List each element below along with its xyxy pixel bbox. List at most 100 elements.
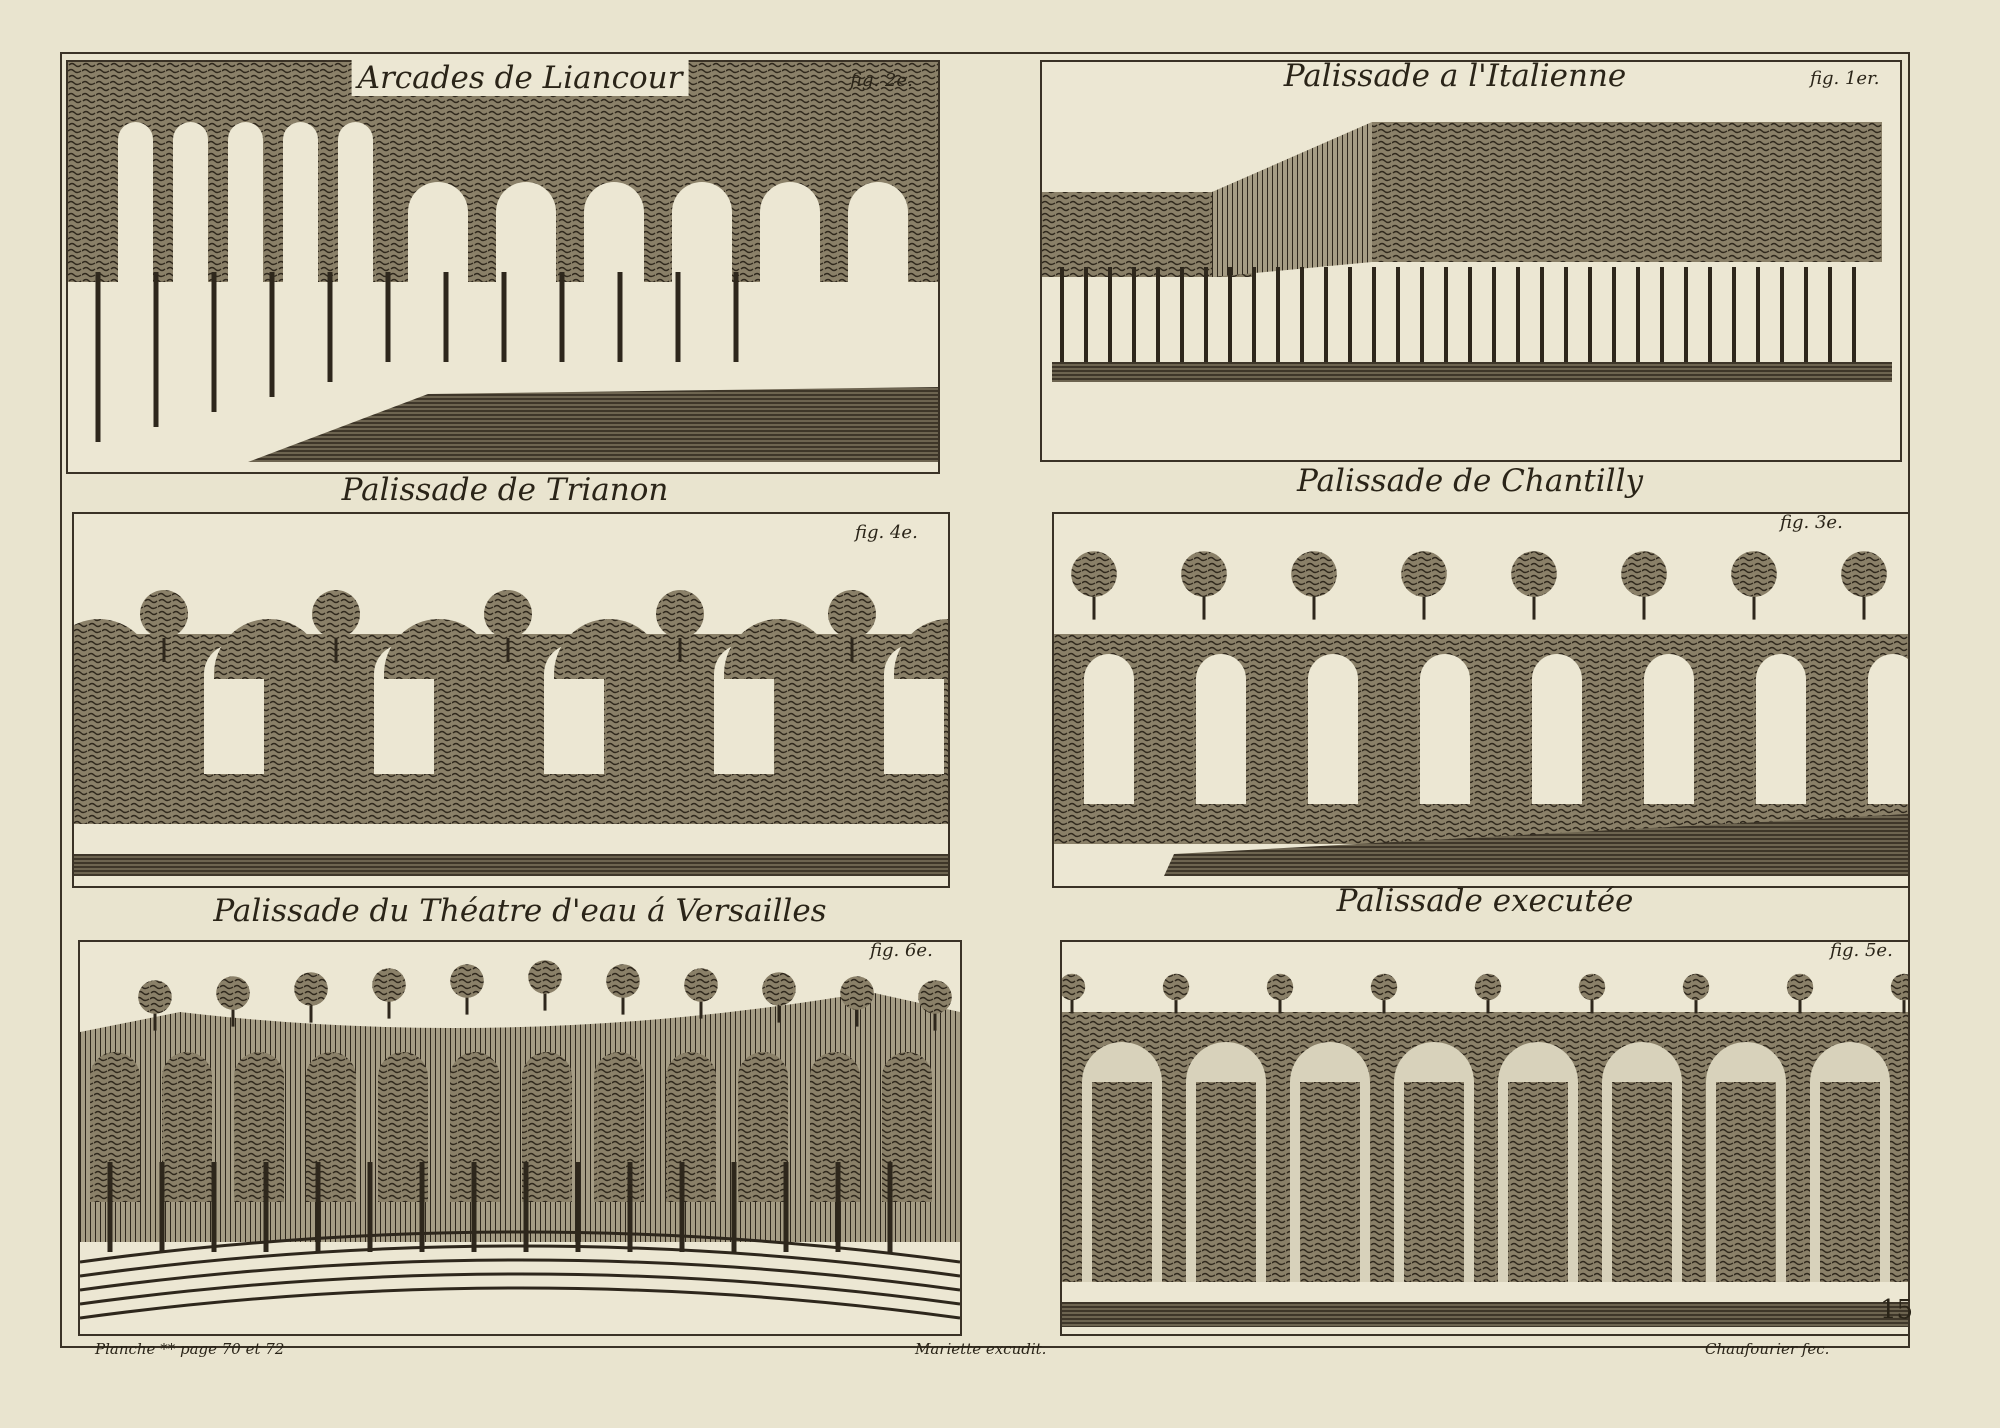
- tree-crown: [1370, 973, 1398, 1001]
- panel-title: Palissade de Trianon: [341, 472, 669, 508]
- arch-opening: [283, 122, 318, 302]
- publisher-credit: Mariette excudit.: [915, 1340, 1047, 1358]
- tree-crown: [216, 976, 250, 1010]
- figure-number: fig. 1er.: [1810, 68, 1880, 89]
- plate-reference: Planche ** page 70 et 72: [95, 1340, 285, 1358]
- hedge-crest: [894, 619, 948, 679]
- panel-title: Palissade executée: [1336, 883, 1634, 919]
- page-number: 15: [1880, 1295, 1914, 1325]
- arch-opening: [1308, 654, 1358, 804]
- tree-crown: [656, 590, 704, 638]
- tree-crown: [138, 980, 172, 1014]
- arch-opening: [118, 122, 153, 302]
- panel-theatre-d-eau: [78, 940, 962, 1336]
- tree-crown: [1474, 973, 1502, 1001]
- tree-crown: [1578, 973, 1606, 1001]
- arch-opening: [1420, 654, 1470, 804]
- niche: [90, 1052, 140, 1202]
- figure-number: fig. 6e.: [870, 940, 933, 961]
- arch-opening: [1756, 654, 1806, 804]
- panel-title: Palissade du Théatre d'eau á Versailles: [213, 893, 827, 929]
- arch-opening: [1532, 654, 1582, 804]
- ground-shadow: [74, 854, 948, 876]
- tree-crown: [1401, 551, 1447, 597]
- amphitheatre-step: [80, 1272, 960, 1306]
- tree-crown: [1162, 973, 1190, 1001]
- arch-opening: [1084, 654, 1134, 804]
- niche: [162, 1052, 212, 1202]
- arch-opening: [173, 122, 208, 302]
- niche: [738, 1052, 788, 1202]
- niche: [522, 1052, 572, 1202]
- tree-crown: [450, 964, 484, 998]
- niche: [234, 1052, 284, 1202]
- tree-crown: [1731, 551, 1777, 597]
- panel-arcades-de-liancour: [66, 60, 940, 474]
- tree-crown: [1621, 551, 1667, 597]
- tree-crown: [762, 972, 796, 1006]
- amphitheatre-step: [80, 1230, 960, 1264]
- tree-crown: [1682, 973, 1710, 1001]
- niche: [306, 1052, 356, 1202]
- panel-palissade-chantilly: [1052, 512, 1910, 888]
- ground-shadow: [1062, 1302, 1908, 1327]
- panel-title: Palissade de Chantilly: [1296, 463, 1644, 499]
- tree-crown: [1266, 973, 1294, 1001]
- niche: [666, 1052, 716, 1202]
- hedge-block: [1372, 122, 1882, 262]
- inner-hedge: [1820, 1082, 1880, 1282]
- arch-opening: [228, 122, 263, 302]
- tree-crown: [1181, 551, 1227, 597]
- tree-crown: [372, 968, 406, 1002]
- figure-number: fig. 2e.: [850, 70, 913, 91]
- panel-title: Palissade a l'Italienne: [1283, 58, 1627, 94]
- inner-hedge: [1196, 1082, 1256, 1282]
- hedge-crest: [214, 619, 324, 679]
- inner-hedge: [1716, 1082, 1776, 1282]
- niche: [810, 1052, 860, 1202]
- figure-number: fig. 5e.: [1830, 940, 1893, 961]
- panel-palissade-italienne: [1040, 60, 1902, 462]
- hedge-side: [1212, 122, 1372, 277]
- arch-opening: [1868, 654, 1908, 804]
- tree-crown: [1786, 973, 1814, 1001]
- tree-crown: [312, 590, 360, 638]
- hedge-crest: [554, 619, 664, 679]
- arch-opening: [1644, 654, 1694, 804]
- figure-number: fig. 4e.: [855, 522, 918, 543]
- tree-crown: [828, 590, 876, 638]
- tree-crown: [1511, 551, 1557, 597]
- tree-crown: [918, 980, 952, 1014]
- tree-crown: [484, 590, 532, 638]
- inner-hedge: [1612, 1082, 1672, 1282]
- amphitheatre-step: [80, 1244, 960, 1278]
- panel-palissade-executee: [1060, 940, 1910, 1336]
- panel-title: Arcades de Liancour: [351, 60, 689, 96]
- tree-crown: [1062, 973, 1086, 1001]
- niche: [450, 1052, 500, 1202]
- tree-crown: [294, 972, 328, 1006]
- engraver-credit: Chaufourier fec.: [1705, 1340, 1830, 1358]
- tree-crown: [1071, 551, 1117, 597]
- ground-shadow: [1052, 362, 1892, 382]
- panel-palissade-trianon: [72, 512, 950, 888]
- tree-crown: [684, 968, 718, 1002]
- hedge-crest: [74, 619, 154, 679]
- niche: [594, 1052, 644, 1202]
- inner-hedge: [1404, 1082, 1464, 1282]
- inner-hedge: [1508, 1082, 1568, 1282]
- niche: [882, 1052, 932, 1202]
- ground-shadow: [1164, 814, 1908, 876]
- niche: [378, 1052, 428, 1202]
- hedge-crest: [724, 619, 834, 679]
- inner-hedge: [1300, 1082, 1360, 1282]
- tree-crown: [1841, 551, 1887, 597]
- tree-crown: [528, 960, 562, 994]
- arch-opening: [338, 122, 373, 302]
- figure-number: fig. 3e.: [1780, 512, 1843, 533]
- arch-opening: [1196, 654, 1246, 804]
- hedge-crest: [384, 619, 494, 679]
- amphitheatre-step: [80, 1286, 960, 1320]
- tree-crown: [1890, 973, 1908, 1001]
- tree-crown: [606, 964, 640, 998]
